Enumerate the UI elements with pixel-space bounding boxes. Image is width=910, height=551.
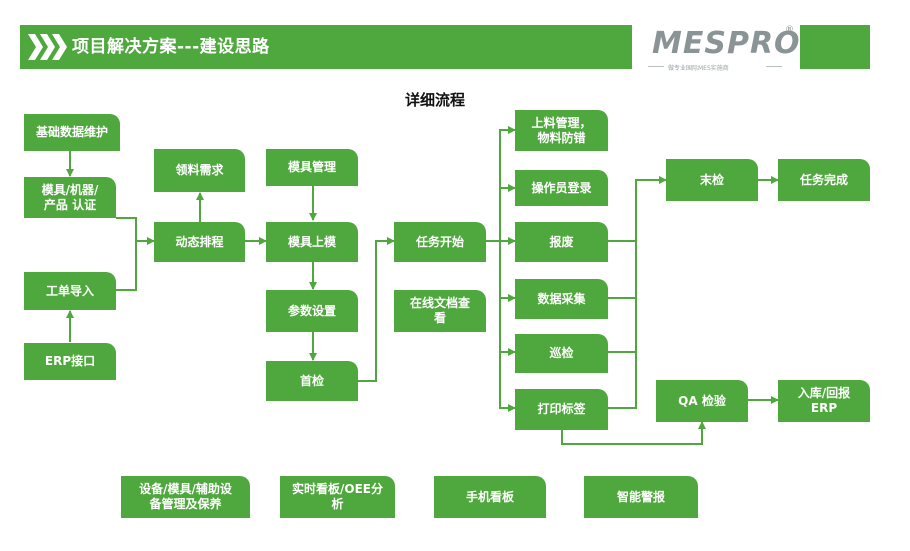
- connector: [561, 421, 706, 445]
- logo-divider: [766, 66, 782, 67]
- logo-registered-mark: ®: [785, 25, 794, 35]
- connector: [499, 241, 516, 302]
- node-online-docs[interactable]: 在线文档查 看: [394, 290, 486, 332]
- connector: [608, 176, 667, 242]
- connector: [499, 298, 516, 356]
- connector: [116, 217, 155, 245]
- header-corner-block: [800, 25, 870, 69]
- connector: [486, 126, 516, 242]
- connector: [608, 298, 637, 353]
- node-qa-check[interactable]: QA 检验: [656, 380, 748, 422]
- node-basic-data[interactable]: 基础数据维护: [24, 114, 120, 151]
- page-title: 项目解决方案---建设思路: [72, 37, 270, 57]
- node-work-order-import[interactable]: 工单导入: [24, 272, 116, 310]
- module-smart-alarm[interactable]: 智能警报: [584, 476, 698, 518]
- node-print-label[interactable]: 打印标签: [515, 389, 608, 430]
- node-dynamic-schedule[interactable]: 动态排程: [154, 222, 245, 262]
- connector: [608, 352, 637, 409]
- connector: [358, 237, 395, 382]
- logo-divider: [648, 66, 664, 67]
- connector: [608, 241, 637, 299]
- module-realtime-oee[interactable]: 实时看板/OEE分 析: [280, 476, 395, 518]
- node-task-start[interactable]: 任务开始: [394, 222, 486, 262]
- module-equipment-maintenance[interactable]: 设备/模具/辅助设 备管理及保养: [121, 476, 250, 518]
- node-feeding-management[interactable]: 上料管理， 物料防错: [515, 110, 608, 151]
- header-bar: 项目解决方案---建设思路: [20, 25, 632, 69]
- node-final-inspection[interactable]: 末检: [666, 159, 758, 201]
- node-parameter-setting[interactable]: 参数设置: [266, 290, 358, 332]
- node-task-complete[interactable]: 任务完成: [778, 159, 870, 201]
- node-operator-login[interactable]: 操作员登录: [515, 170, 608, 206]
- node-mold-certification[interactable]: 模具/机器/ 产品 认证: [24, 177, 116, 218]
- node-erp-interface[interactable]: ERP接口: [24, 343, 116, 380]
- node-scrap-report[interactable]: 报废: [515, 222, 608, 262]
- chevron-right-icon: [28, 34, 67, 60]
- node-warehouse-erp[interactable]: 入库/回报 ERP: [778, 380, 870, 422]
- node-patrol-inspection[interactable]: 巡检: [515, 334, 608, 373]
- connector: [499, 352, 516, 412]
- node-mold-management[interactable]: 模具管理: [266, 149, 358, 186]
- node-mold-mount[interactable]: 模具上模: [266, 222, 358, 262]
- logo-tagline: 做专业国际MES实施商: [668, 65, 729, 72]
- connector: [116, 241, 137, 291]
- module-mobile-board[interactable]: 手机看板: [434, 476, 546, 518]
- node-first-inspection[interactable]: 首检: [266, 361, 358, 401]
- node-data-collection[interactable]: 数据采集: [515, 279, 608, 319]
- flow-title: 详细流程: [404, 91, 465, 109]
- company-logo: MESPRO ® 做专业国际MES实施商: [648, 25, 800, 72]
- logo-text: MESPRO: [652, 26, 801, 61]
- node-material-request[interactable]: 领料需求: [154, 149, 245, 192]
